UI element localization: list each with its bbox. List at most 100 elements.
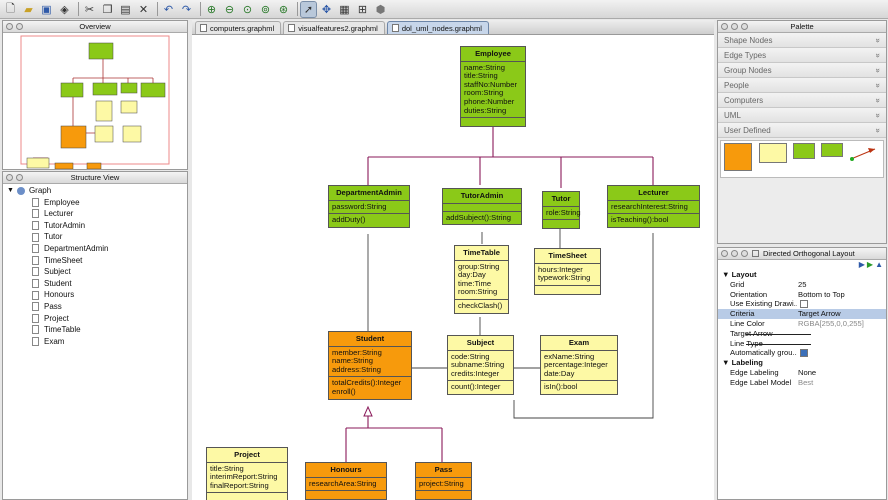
maximize-icon[interactable] <box>741 250 748 257</box>
delete-icon[interactable]: ✕ <box>138 3 149 16</box>
grid-icon[interactable]: ▦ <box>339 3 350 16</box>
expand-triangle-icon[interactable]: ▼ <box>7 187 14 194</box>
labeling-section-header[interactable]: ▼ Labeling <box>718 358 886 368</box>
palette-section[interactable]: Shape Nodes» <box>718 33 886 48</box>
maximize-icon[interactable] <box>741 23 748 30</box>
layout-icon[interactable]: ⬢ <box>375 3 386 16</box>
close-icon[interactable] <box>6 174 13 181</box>
double-chevron-icon[interactable]: » <box>873 127 883 133</box>
palette-item[interactable] <box>759 143 787 163</box>
tree-item[interactable]: Exam <box>7 336 187 348</box>
minimize-icon[interactable] <box>731 23 738 30</box>
zoom-out-icon[interactable]: ⊖ <box>224 3 235 16</box>
step-icon[interactable]: ▶ <box>866 260 874 269</box>
double-chevron-icon[interactable]: » <box>873 82 883 88</box>
select-mode-icon[interactable]: ➚ <box>300 0 317 18</box>
checkbox[interactable] <box>800 300 808 309</box>
double-chevron-icon[interactable]: » <box>873 112 883 118</box>
palette-edge-item[interactable] <box>849 143 879 163</box>
tree-item[interactable]: TimeSheet <box>7 255 187 267</box>
palette-section[interactable]: Computers» <box>718 93 886 108</box>
property-value[interactable]: Best <box>798 377 814 387</box>
navigate-mode-icon[interactable]: ✥ <box>321 3 332 16</box>
tree-item[interactable]: Project <box>7 313 187 325</box>
copy-icon[interactable]: ❐ <box>102 3 113 16</box>
tree-item[interactable]: Student <box>7 278 187 290</box>
property-value[interactable]: Bottom to Top <box>798 289 845 299</box>
palette-section[interactable]: Group Nodes» <box>718 63 886 78</box>
layout-section-header[interactable]: ▼ Layout <box>718 270 886 280</box>
snap-lines-icon[interactable]: ⊞ <box>357 3 368 16</box>
arrow-preview[interactable] <box>746 333 811 335</box>
tree-item[interactable]: Lecturer <box>7 208 187 220</box>
close-icon[interactable] <box>721 250 728 257</box>
palette-section[interactable]: Edge Types» <box>718 48 886 63</box>
document-tab[interactable]: dol_uml_nodes.graphml <box>386 21 489 34</box>
run-layout-icon[interactable]: ▶ <box>858 260 865 269</box>
property-value[interactable]: None <box>798 367 817 377</box>
zoom-fit-icon[interactable]: ⊙ <box>242 3 253 16</box>
property-value[interactable] <box>797 348 878 358</box>
palette-section[interactable]: UML» <box>718 108 886 123</box>
minimize-icon[interactable] <box>16 23 23 30</box>
zoom-area-icon[interactable]: ⊛ <box>278 3 289 16</box>
new-file-icon[interactable]: 🗋 <box>6 2 15 15</box>
tree-item[interactable]: Honours <box>7 289 187 301</box>
paste-icon[interactable]: ▤ <box>120 3 131 16</box>
palette-item[interactable] <box>724 143 752 171</box>
line-type-preview[interactable] <box>746 343 811 345</box>
association-edge[interactable] <box>513 233 654 419</box>
property-row[interactable]: Target Arrow <box>718 329 886 339</box>
open-folder-icon[interactable]: ▰ <box>24 3 33 16</box>
collapse-triangle-icon[interactable]: ▼ <box>722 358 730 368</box>
tree-item[interactable]: Employee <box>7 197 187 209</box>
property-row[interactable]: Use Existing Drawi... <box>718 299 886 309</box>
tree-root-graph[interactable]: ▼ Graph <box>7 185 187 197</box>
close-icon[interactable] <box>721 23 728 30</box>
checkbox[interactable] <box>800 349 808 358</box>
tree-item[interactable]: Pass <box>7 301 187 313</box>
double-chevron-icon[interactable]: » <box>873 97 883 103</box>
double-chevron-icon[interactable]: » <box>873 67 883 73</box>
document-tab[interactable]: computers.graphml <box>195 21 282 34</box>
palette-item[interactable] <box>821 143 843 157</box>
minimize-icon[interactable] <box>731 250 738 257</box>
tree-item[interactable]: Subject <box>7 266 187 278</box>
overview-thumbnail[interactable] <box>3 33 187 170</box>
double-chevron-icon[interactable]: » <box>873 37 883 43</box>
collapse-triangle-icon[interactable]: ▼ <box>722 270 730 279</box>
reset-icon[interactable]: ▲ <box>875 260 883 269</box>
zoom-original-icon[interactable]: ⊚ <box>260 3 271 16</box>
minimize-icon[interactable] <box>16 174 23 181</box>
document-tab[interactable]: visualfeatures2.graphml <box>283 21 385 34</box>
tree-item[interactable]: DepartmentAdmin <box>7 243 187 255</box>
redo-icon[interactable]: ↷ <box>181 3 192 16</box>
property-value[interactable] <box>797 299 878 309</box>
tree-item[interactable]: TimeTable <box>7 324 187 336</box>
property-value[interactable]: 25 <box>798 279 807 289</box>
cut-icon[interactable]: ✂ <box>84 3 95 16</box>
property-value[interactable]: RGBA[255,0,0,255] <box>798 318 864 328</box>
palette-section[interactable]: User Defined» <box>718 123 886 138</box>
property-row[interactable]: Automatically grou... <box>718 348 886 358</box>
